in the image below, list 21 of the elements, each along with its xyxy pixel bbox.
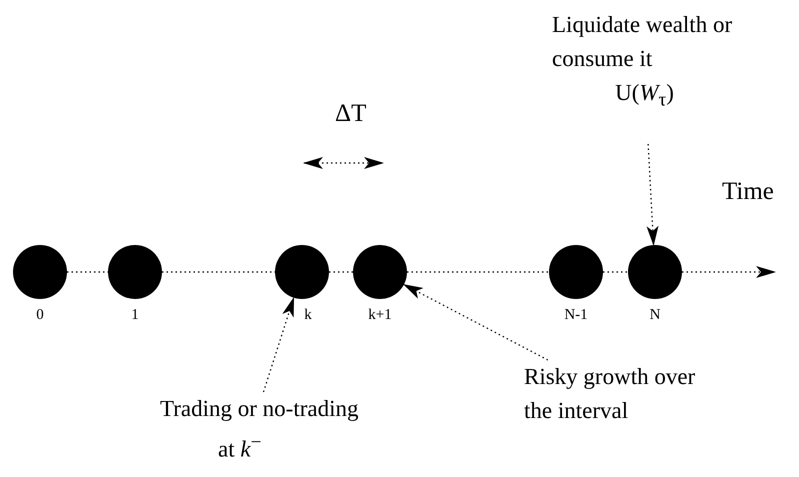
time-index-label: 0 [36, 307, 44, 324]
time-index-label: k [304, 307, 312, 324]
annotation-text: Trading or no-trading [159, 395, 360, 423]
time-point-circle [353, 245, 407, 299]
dotted-arrow [646, 144, 659, 246]
dotted-arrow [682, 266, 776, 278]
time-index-label: N-1 [564, 307, 588, 324]
dotted-arrow [403, 284, 548, 361]
dotted-line [603, 271, 628, 273]
dotted-line [407, 271, 549, 273]
axis-label: Time [722, 178, 774, 206]
annotation-text: Risky growth over the interval [524, 363, 696, 425]
time-index-label: 1 [131, 307, 139, 324]
interval-label: ΔT [335, 100, 366, 128]
dotted-line [329, 271, 353, 273]
annotation-text: U(W$_{τ}$) [614, 79, 675, 113]
time-index-label: N [650, 307, 660, 324]
dotted-arrow [262, 296, 294, 392]
time-index-label: k+1 [368, 307, 392, 324]
annotation-text: at k$^{−}$ [217, 431, 262, 464]
annotation-text: Liquidate wealth or consume it [552, 11, 734, 73]
